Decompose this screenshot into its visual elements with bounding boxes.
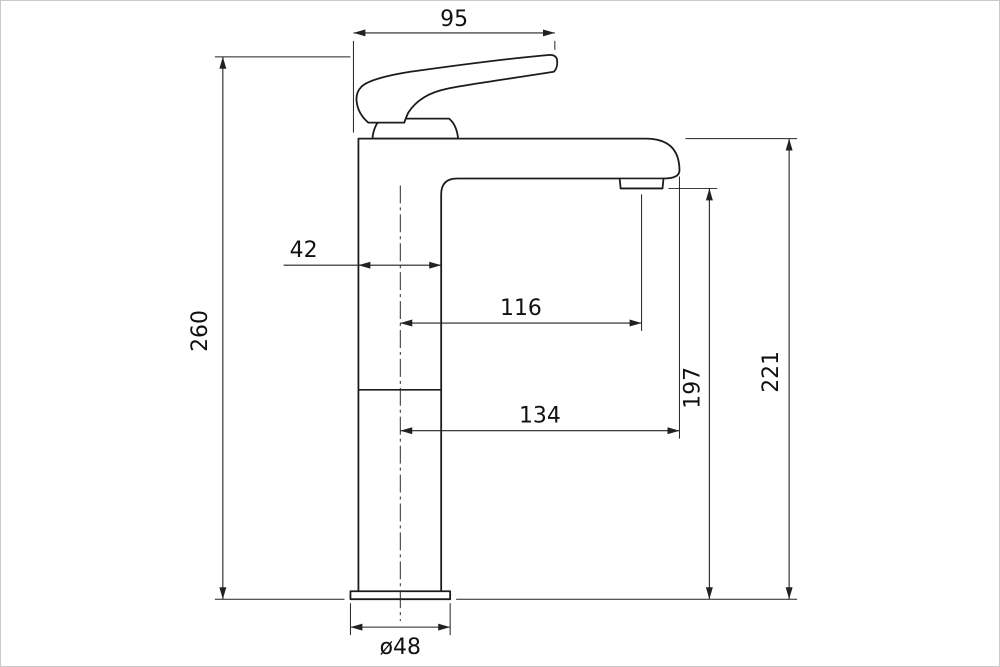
dimension-134: 134 [400,176,680,439]
dimension-221: 221 [685,138,798,600]
faucet-body-outline [357,137,681,592]
faucet-handle [355,53,559,124]
dim-label-116: 116 [500,296,542,321]
dimension-197: 197 [668,187,718,600]
dim-label-134: 134 [519,404,561,429]
dim-label-42: 42 [290,238,318,263]
dim-label-197: 197 [680,367,705,409]
dimension-95: 95 [352,7,556,133]
dimension-260: 260 [188,56,351,600]
dim-label-260: 260 [188,310,213,352]
dim-label-95: 95 [440,7,468,32]
faucet-elevation [349,53,681,622]
dimension-116: 116 [400,194,643,332]
dimension-42: 42 [283,238,442,269]
dim-label-221: 221 [759,351,784,393]
dimension-48: ø48 [349,603,451,660]
dim-label-48: ø48 [380,635,421,660]
